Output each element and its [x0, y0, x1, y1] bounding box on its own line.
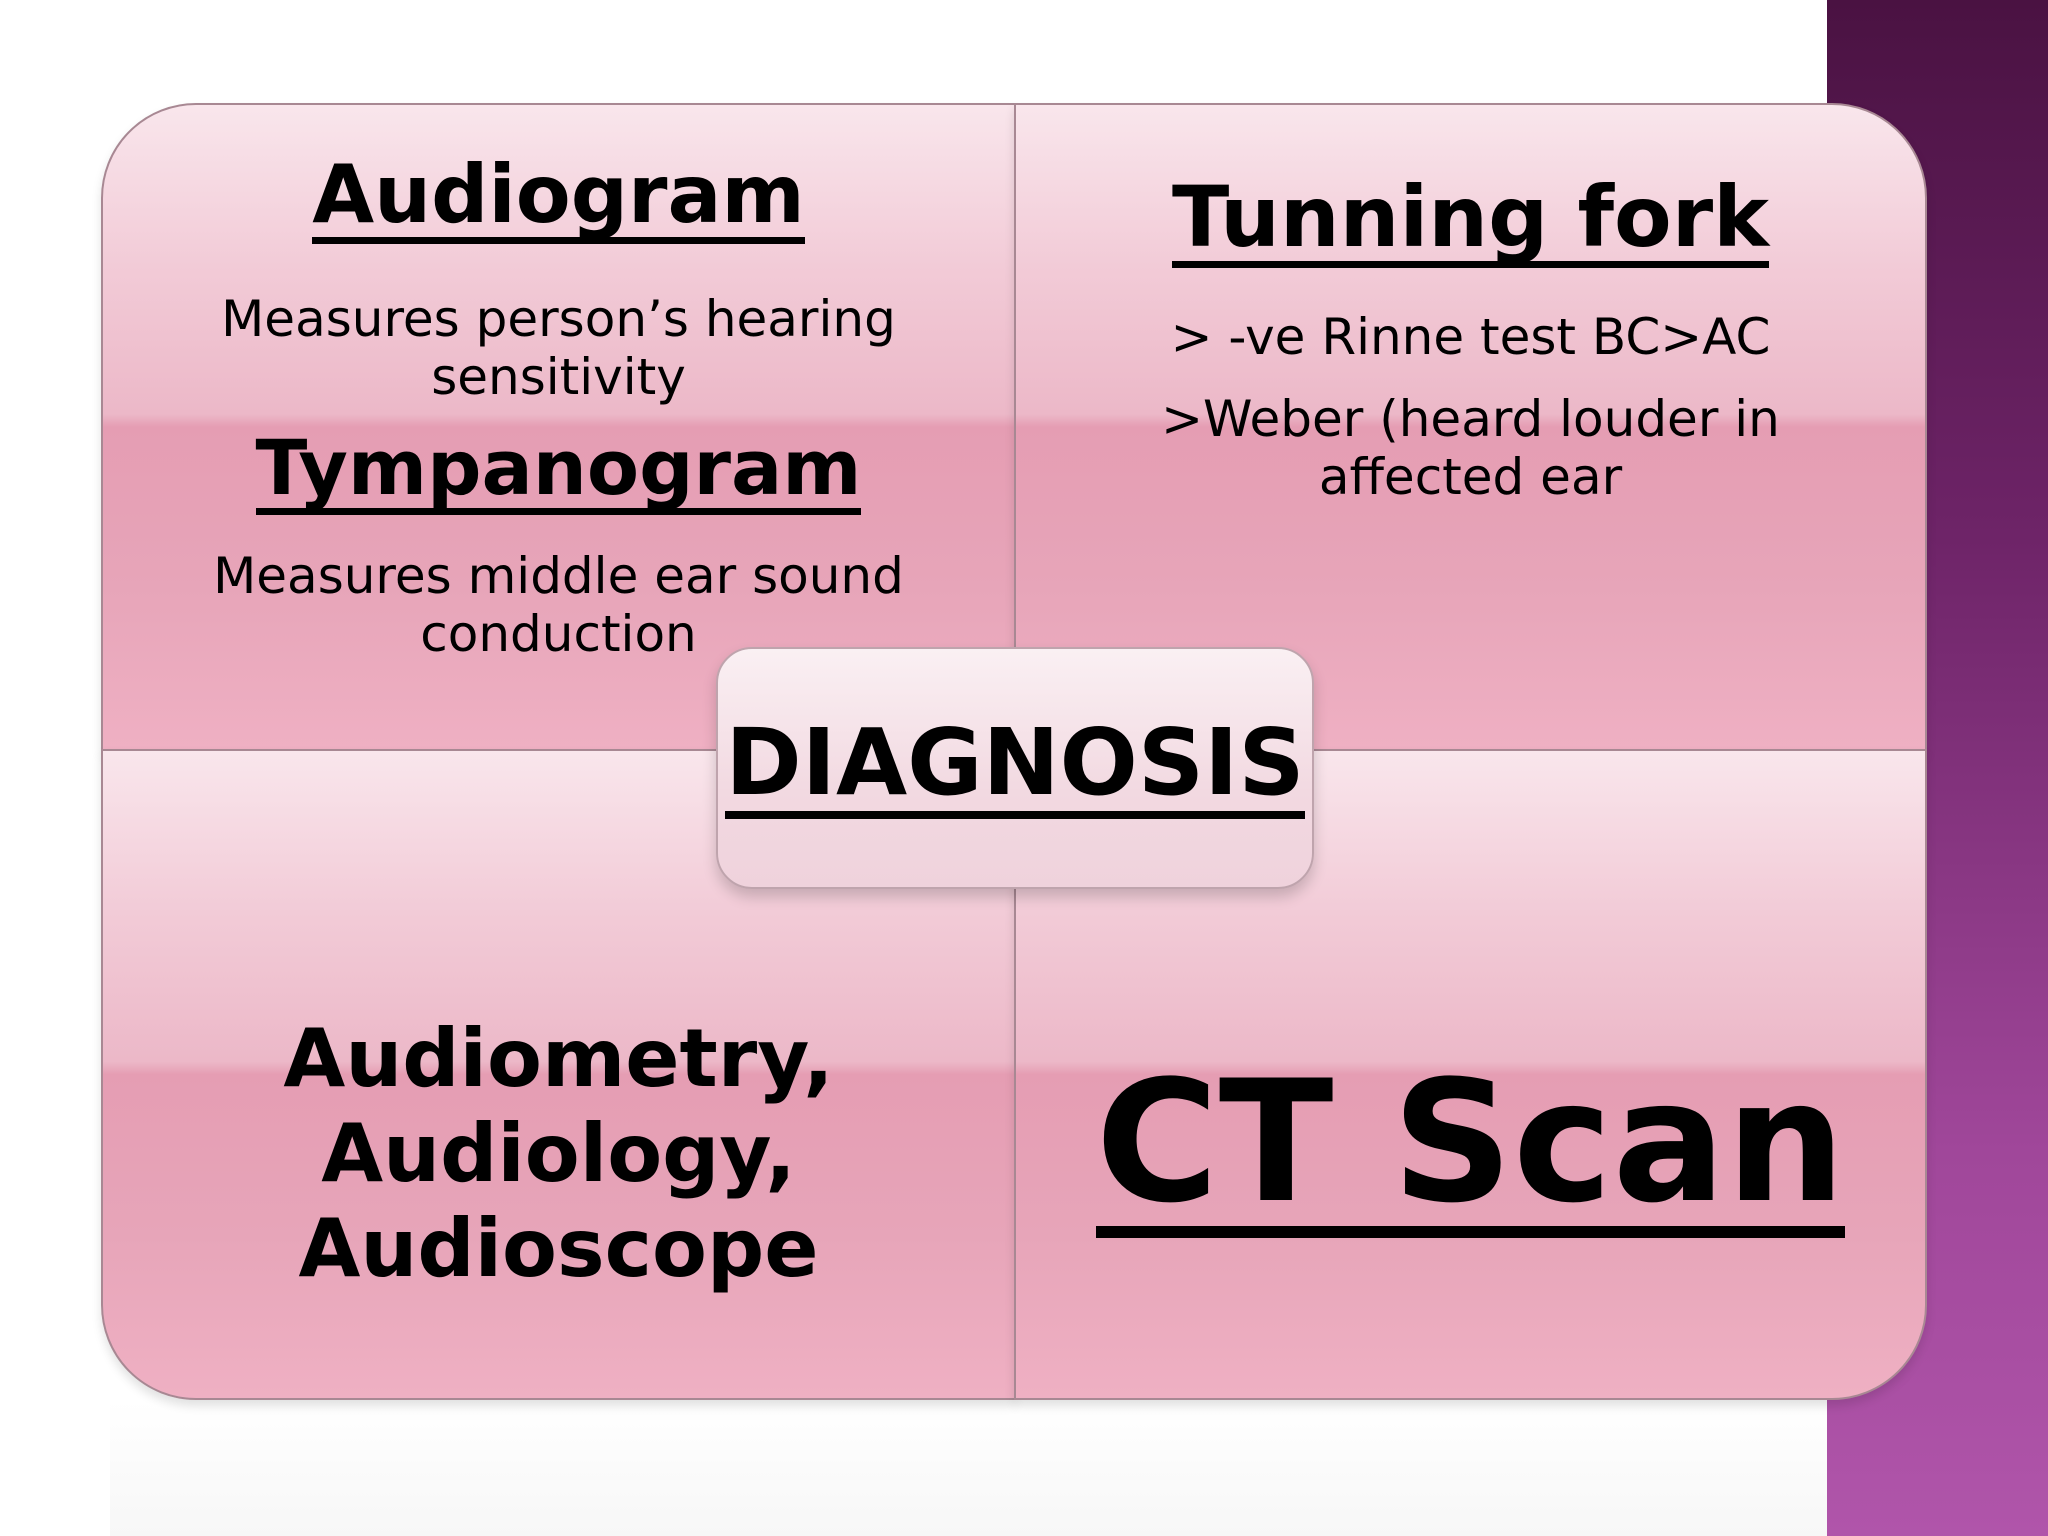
- tuning-fork-block: Tunning fork: [1014, 173, 1927, 269]
- tympanogram-description: Measures middle ear sound conduction: [101, 547, 1016, 663]
- audiogram-description: Measures person’s hearing sensitivity: [101, 290, 1016, 406]
- bottom-shadow: [110, 1400, 1827, 1536]
- audiometry-line: Audiometry,: [283, 1012, 834, 1105]
- audiogram-heading: Audiogram: [312, 153, 805, 244]
- ct-scan-block: CT Scan: [1014, 1058, 1927, 1238]
- rinne-test-line: > -ve Rinne test BC>AC: [1170, 308, 1771, 366]
- tuning-fork-heading: Tunning fork: [1172, 173, 1769, 269]
- audiology-line: Audiology,: [321, 1107, 796, 1200]
- weber-test-line-cont: affected ear: [1318, 448, 1623, 506]
- tympanogram-desc-line1: Measures middle ear sound: [213, 547, 904, 605]
- quadrant-top-left: [101, 103, 1016, 751]
- tuning-fork-description: > -ve Rinne test BC>AC >Weber (heard lou…: [1014, 308, 1927, 506]
- audioscope-line: Audioscope: [298, 1202, 819, 1295]
- weber-test-line: >Weber (heard louder in: [1161, 390, 1780, 448]
- audiogram-desc-line1: Measures person’s hearing: [221, 290, 896, 348]
- audiogram-desc-line2: sensitivity: [431, 348, 686, 406]
- tympanogram-block: Tympanogram: [101, 428, 1016, 515]
- diagnosis-center-box: DIAGNOSIS: [716, 647, 1314, 889]
- diagnosis-label: DIAGNOSIS: [725, 717, 1305, 819]
- ct-scan-heading: CT Scan: [1095, 1044, 1846, 1240]
- audiogram-block: Audiogram: [101, 153, 1016, 244]
- tympanogram-desc-line2: conduction: [420, 605, 697, 663]
- audiometry-block: Audiometry, Audiology, Audioscope: [101, 1011, 1016, 1296]
- tympanogram-heading: Tympanogram: [255, 428, 862, 515]
